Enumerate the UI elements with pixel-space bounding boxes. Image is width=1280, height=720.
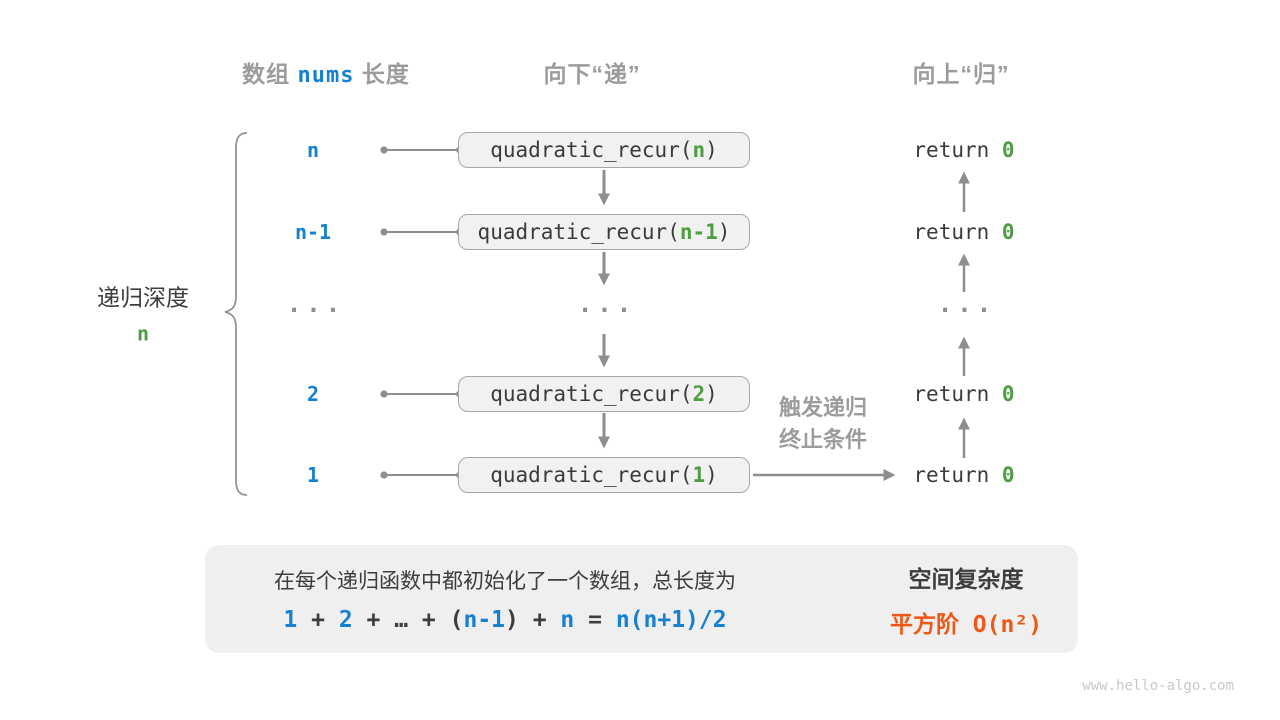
call-close: ) (705, 463, 718, 487)
depth-label-2: 2 (306, 382, 320, 406)
return-keyword: return (913, 220, 1002, 244)
header-array-suffix: 长度 (354, 61, 410, 87)
header-array-prefix: 数组 (242, 61, 298, 87)
call-close: ) (705, 138, 718, 162)
base-case-line2: 终止条件 (778, 427, 868, 452)
call-close: ) (705, 382, 718, 406)
call-arg: 1 (692, 463, 706, 487)
return-keyword: return (913, 138, 1002, 162)
return-value: 0 (1001, 463, 1015, 487)
return-statement: return 0 (913, 382, 1014, 406)
ellipsis-middle: ... (577, 290, 637, 318)
base-case-line1: 触发递归 (778, 395, 868, 420)
complexity-value: 平方阶 O(n²) (889, 611, 1043, 638)
complexity-result: 空间复杂度 平方阶 O(n²) (868, 545, 1064, 653)
recursion-depth-title: 递归深度 (97, 284, 189, 311)
header-return-up: 向上“归” (912, 61, 1010, 87)
base-case-annotation: 触发递归 终止条件 (779, 392, 867, 456)
return-statement: return 0 (913, 138, 1014, 162)
summary-panel (205, 545, 1078, 653)
ellipsis-right: ... (937, 290, 997, 318)
return-statement: return 0 (913, 220, 1014, 244)
call-fn: quadratic_recur( (477, 220, 680, 244)
return-keyword: return (913, 463, 1002, 487)
return-value: 0 (1001, 220, 1015, 244)
return-value: 0 (1001, 138, 1015, 162)
recursion-depth-value: n (136, 321, 150, 346)
header-recurse-down: 向下“递” (543, 61, 641, 87)
call-fn: quadratic_recur( (490, 382, 693, 406)
ellipsis-left: ... (286, 290, 346, 318)
call-box-2: quadratic_recur(2) (458, 376, 750, 412)
call-arg: n (692, 138, 706, 162)
watermark: www.hello-algo.com (1082, 678, 1234, 694)
call-box-1: quadratic_recur(1) (458, 457, 750, 493)
summary-text: 在每个递归函数中都初始化了一个数组，总长度为 1 + 2 + … + (n-1)… (222, 545, 788, 653)
call-arg: n-1 (679, 220, 718, 244)
depth-label-n1: n-1 (294, 220, 332, 244)
return-keyword: return (913, 382, 1002, 406)
depth-label-n: n (306, 138, 320, 162)
call-fn: quadratic_recur( (490, 463, 693, 487)
return-value: 0 (1001, 382, 1015, 406)
call-arg: 2 (692, 382, 706, 406)
depth-brace (224, 132, 248, 496)
return-statement: return 0 (913, 463, 1014, 487)
call-close: ) (717, 220, 731, 244)
depth-label-1: 1 (306, 463, 320, 487)
header-array-length: 数组 nums 长度 (242, 55, 410, 89)
call-fn: quadratic_recur( (490, 138, 693, 162)
call-box-n1: quadratic_recur(n-1) (458, 214, 750, 250)
header-nums-code: nums (297, 63, 355, 88)
summary-line1: 在每个递归函数中都初始化了一个数组，总长度为 (274, 570, 736, 593)
call-box-n: quadratic_recur(n) (458, 132, 750, 168)
complexity-title: 空间复杂度 (908, 565, 1024, 592)
summary-formula: 1 + 2 + … + (n-1) + n = n(n+1)/2 (283, 607, 727, 633)
recursion-depth-label: 递归深度 n (63, 279, 223, 346)
